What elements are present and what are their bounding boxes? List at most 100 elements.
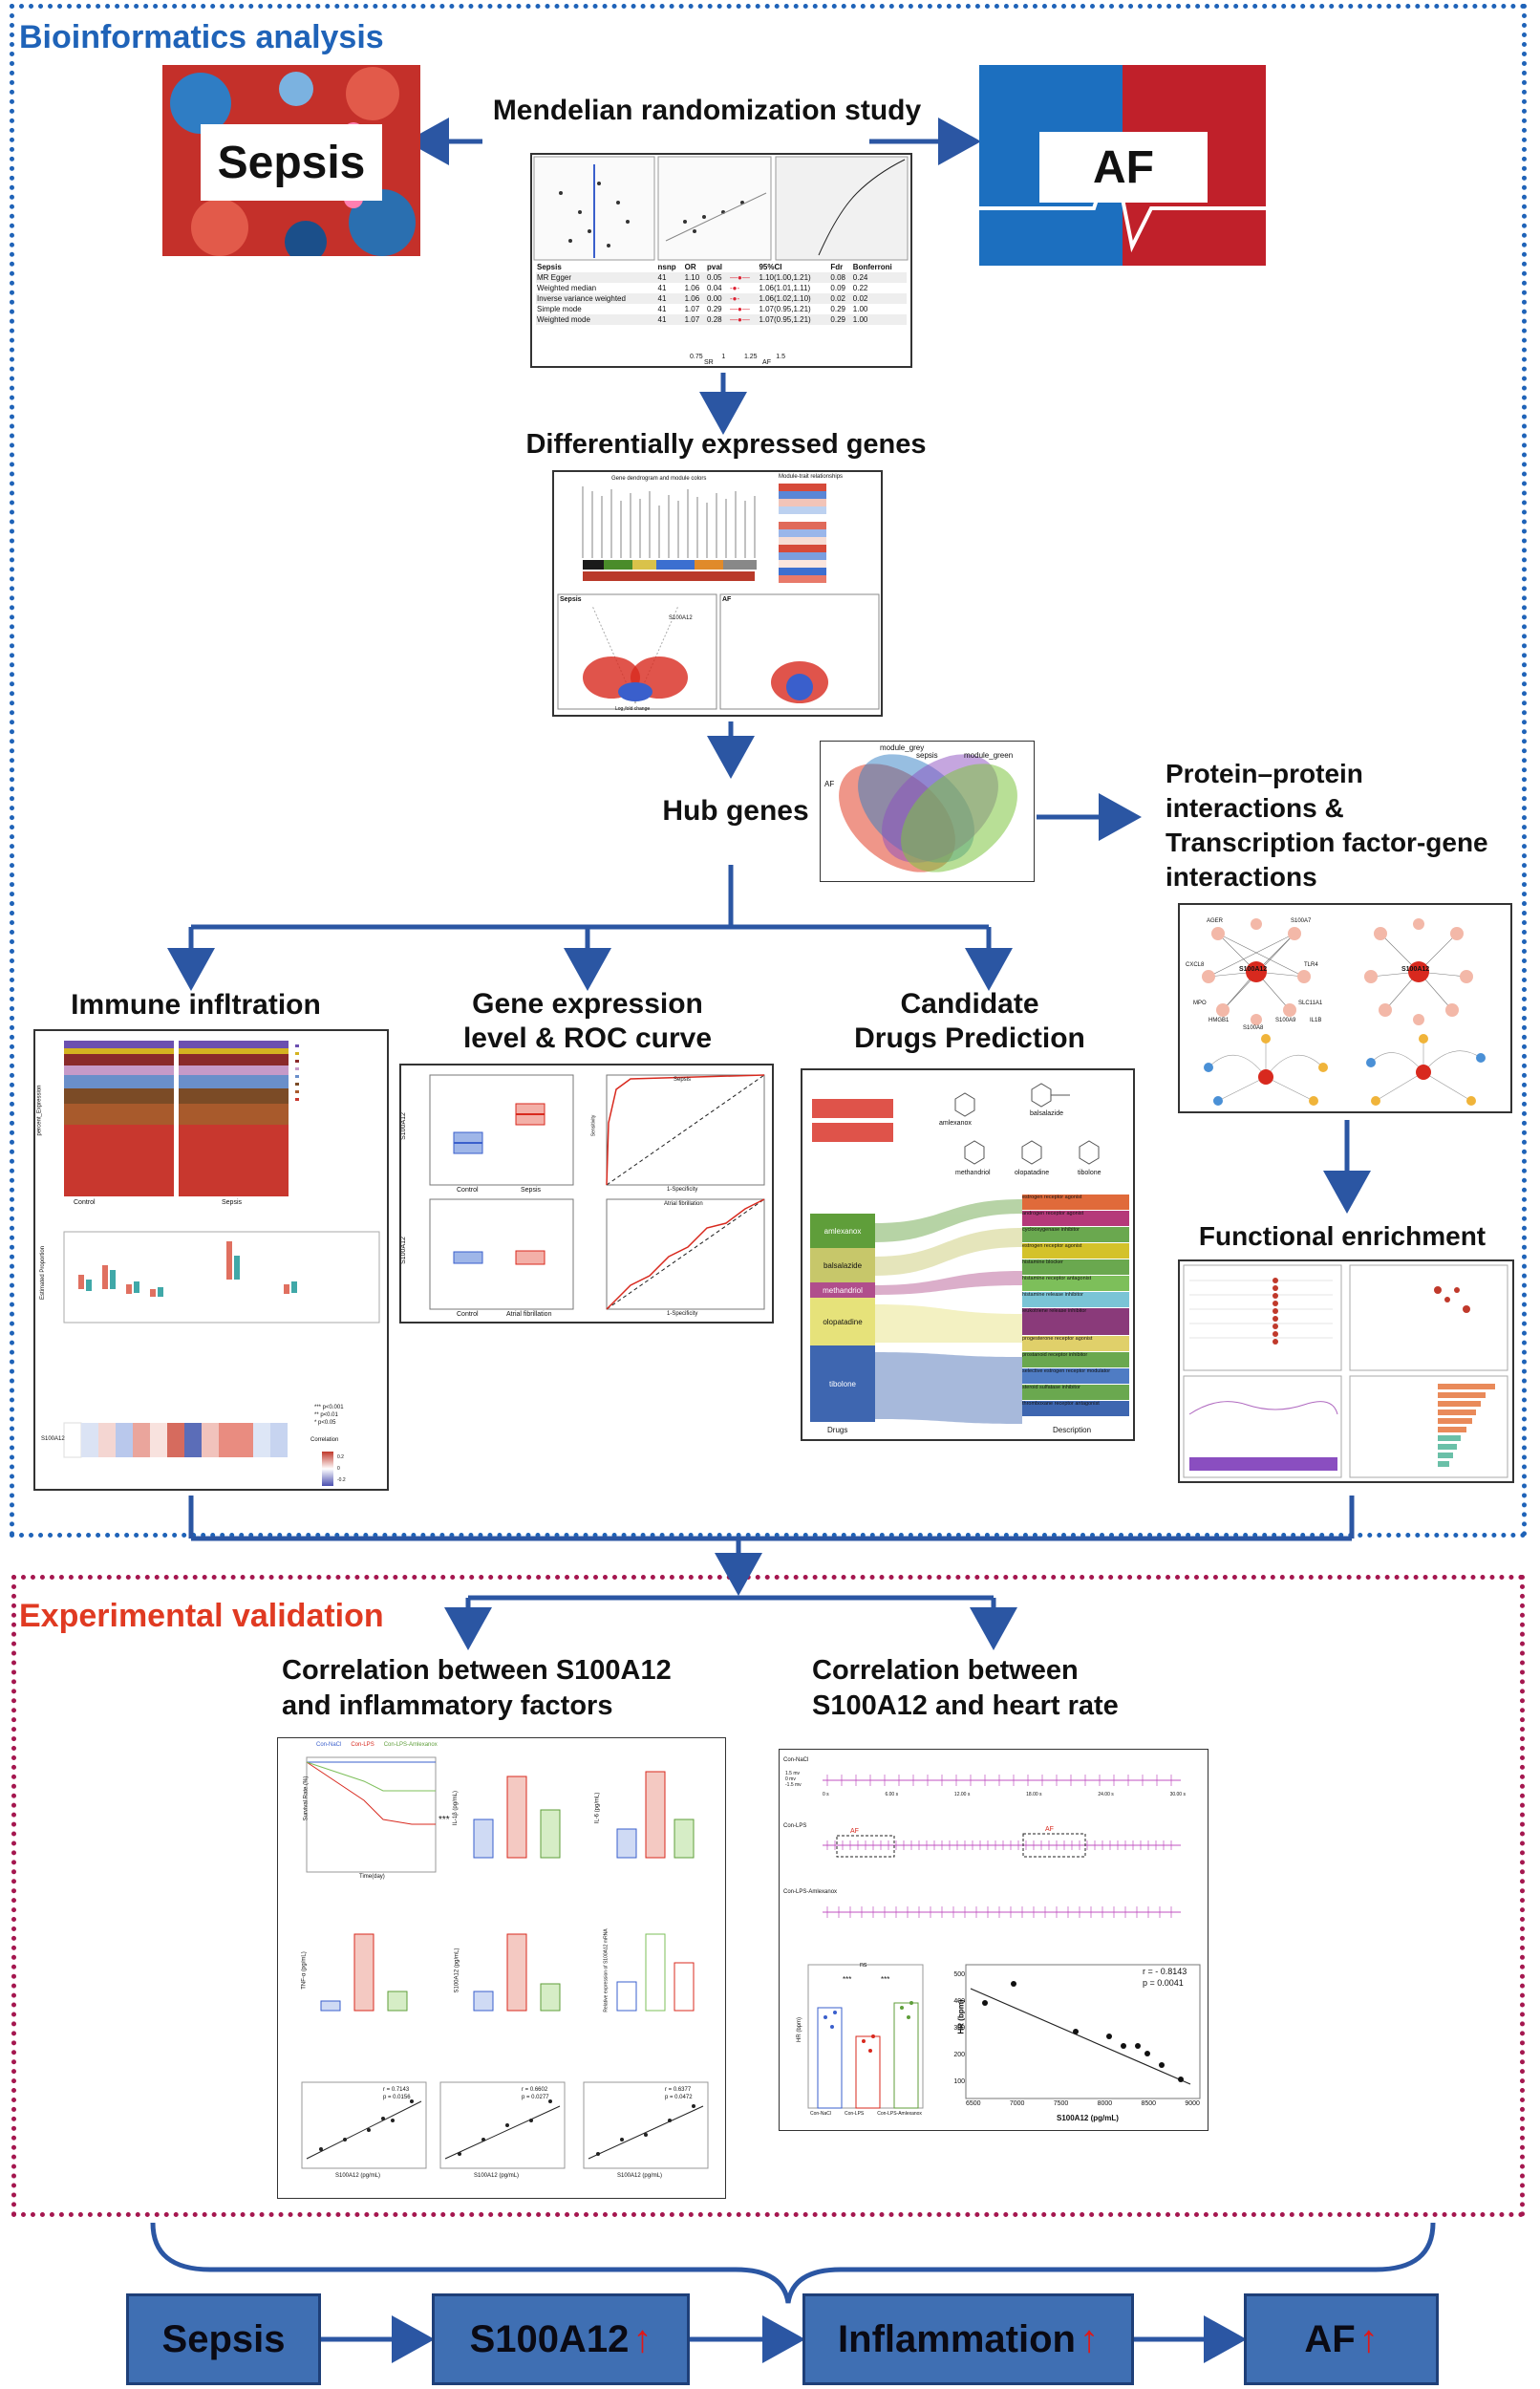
roc-xlabel: 1-Specificity	[667, 1187, 698, 1193]
corr-hr-panel: Con-NaCl Con-LPS Con-LPS-Amlexanox 1.5 m…	[779, 1749, 1208, 2131]
ppi-node: SLC11A1	[1298, 1001, 1323, 1006]
mr-cell: 1.06(1.01,1.11)	[759, 284, 811, 292]
mr-axis-ticks: 0.75 1 1.25 1.5	[690, 354, 785, 360]
flow-box-s100a12: S100A12 ↑	[432, 2293, 690, 2385]
ppi-node: CXCL8	[1186, 962, 1205, 968]
drug-item: amlexanox	[823, 1226, 862, 1236]
mr-panel: Sepsis nsnp OR pval 95%CI Fdr Bonferroni…	[530, 153, 912, 368]
mr-cell: 41	[657, 305, 667, 313]
degs-title: Differentially expressed genes	[525, 429, 927, 460]
drug-structure-label: balsalazide	[1030, 1110, 1064, 1117]
mr-cell: Weighted median	[537, 284, 597, 292]
hr-group: Con-LPS	[844, 2111, 865, 2117]
mr-cell: 1.07	[684, 315, 700, 324]
drugs-title-line: Candidate	[900, 988, 1039, 1020]
mr-cell: 0.02	[852, 294, 868, 303]
il6-ylabel: IL-6 (pg/mL)	[594, 1792, 601, 1824]
tnf-ylabel: TNF-α (pg/mL)	[301, 1951, 308, 1990]
mv-tick: 1.5 mv	[785, 1771, 801, 1776]
mr-tick: 0.75	[690, 354, 703, 360]
ppi-node: TLR4	[1304, 962, 1318, 968]
immune-scale-tick: -0.2	[337, 1477, 346, 1483]
survival-ylabel: Survival Rate (%)	[303, 1776, 310, 1821]
immune-sig-item: * p<0.05	[314, 1420, 336, 1426]
desc-item: histamine release inhibitor	[1022, 1292, 1129, 1308]
expr-gene-label: S100A12	[399, 1237, 407, 1264]
immune-heat-gene: S100A12	[41, 1436, 65, 1442]
sepsis-label: Sepsis	[201, 124, 382, 201]
mr-cell: 0.29	[707, 305, 722, 313]
hr-scatter-xlabel: S100A12 (pg/mL)	[1057, 2114, 1119, 2122]
corr-hr-title-line: S100A12 and heart rate	[812, 1690, 1119, 1721]
mr-th: Bonferroni	[852, 263, 892, 271]
mv-tick: 0 mv	[785, 1776, 796, 1782]
drug-item: olopatadine	[823, 1317, 863, 1326]
mr-cell: 1.06	[684, 294, 700, 303]
desc-item: cyclooxygenase inhibitor	[1022, 1227, 1129, 1243]
drug-structure-label: methandriol	[955, 1170, 991, 1176]
scatter-xlabel: S100A12 (pg/mL)	[474, 2173, 520, 2179]
hr-sig: ***	[843, 1975, 852, 1984]
hr-group: Con-LPS-Amlexanox	[877, 2111, 922, 2117]
venn-label: AF	[824, 780, 835, 788]
mr-th: 95%CI	[759, 263, 782, 271]
bioinformatics-frame	[10, 4, 1527, 1538]
hr-bar-groups: Con-NaCl Con-LPS Con-LPS-Amlexanox	[810, 2111, 922, 2117]
up-arrow-icon: ↑	[1358, 2317, 1379, 2360]
immune-group: Control	[74, 1199, 96, 1206]
corr-inflam-panel: Survival Rate (%) Time(day) IL-1β (pg/mL…	[277, 1737, 726, 2199]
immune-title: Immune infltration	[71, 989, 321, 1021]
mr-th: Sepsis	[537, 263, 562, 271]
survival-xlabel: Time(day)	[359, 1874, 385, 1880]
af-label: AF	[1039, 132, 1208, 203]
ppi-title-line: Protein–protein	[1166, 759, 1363, 788]
mr-cell: 1.07	[684, 305, 700, 313]
mv-tick: -1.5 mv	[785, 1782, 802, 1788]
scatter-p: p = 0.0277	[522, 2095, 549, 2100]
mr-cell: 1.00	[852, 315, 868, 324]
mr-cell: 1.07(0.95,1.21)	[759, 305, 811, 313]
af-tag: AF	[850, 1828, 859, 1835]
up-arrow-icon: ↑	[632, 2317, 652, 2360]
desc-item: prostanoid receptor inhibitor	[1022, 1352, 1129, 1368]
volcano-sepsis-label: Sepsis	[560, 596, 582, 603]
mr-cell: 41	[657, 273, 667, 282]
desc-item: estrogen receptor agonist	[1022, 1243, 1129, 1259]
scatter-stats: r = 0.7143 p = 0.0156	[383, 2086, 411, 2101]
drugs-left-axis: Drugs	[827, 1426, 848, 1434]
drugs-title-line: Drugs Prediction	[854, 1022, 1085, 1054]
scatter-xlabel: S100A12 (pg/mL)	[335, 2173, 381, 2179]
hr-ns: ns	[860, 1962, 867, 1969]
drug-structure-label: olopatadine	[1015, 1170, 1050, 1176]
scatter-p: p = 0.0156	[383, 2095, 411, 2100]
scatter-stats: r = 0.6377 p = 0.0472	[665, 2086, 693, 2101]
immune-panel: Control Sepsis percent_Expression Estima…	[33, 1029, 389, 1491]
flow-label: AF	[1304, 2317, 1356, 2360]
hr-scatter-p: p = 0.0041	[1143, 1978, 1184, 1988]
experimental-frame	[11, 1575, 1525, 2217]
scatter-r: r = 0.6602	[522, 2087, 548, 2093]
hr-x-tick: 8000	[1097, 2100, 1113, 2107]
mr-study-title: Mendelian randomization study	[492, 95, 922, 126]
dendro-title: Gene dendrogram and module colors	[611, 476, 707, 482]
flow-label: S100A12	[469, 2317, 630, 2360]
expr-group: Sepsis	[521, 1187, 542, 1194]
hr-y-tick: 300	[953, 2025, 965, 2032]
flow-label: Sepsis	[161, 2317, 286, 2360]
mr-cell: 41	[657, 315, 667, 324]
mr-axis-sides: SR AF	[704, 359, 771, 366]
hr-y-tick: 200	[953, 2052, 965, 2058]
expr-group: Atrial fibrillation	[506, 1311, 552, 1318]
immune-scale: 0.2 0 -0.2	[337, 1452, 346, 1486]
s100-ylabel: S100A12 (pg/mL)	[454, 1948, 460, 1993]
hr-x-tick: 7000	[1009, 2100, 1025, 2107]
desc-item: androgen receptor agonist	[1022, 1211, 1129, 1227]
drugs-right-axis: Description	[1053, 1426, 1092, 1434]
hr-scatter-r: r = - 0.8143	[1143, 1967, 1187, 1976]
immune-scale-tick: 0.2	[337, 1454, 344, 1460]
venn-panel: module_grey sepsis module_green AF	[820, 741, 1035, 882]
ppi-title-line: Transcription factor-gene	[1166, 828, 1488, 857]
degs-panel: Gene dendrogram and module colors Module…	[552, 470, 883, 717]
roc-ylabel: Sensitivity	[590, 1114, 597, 1137]
hub-genes-title: Hub genes	[662, 795, 809, 827]
